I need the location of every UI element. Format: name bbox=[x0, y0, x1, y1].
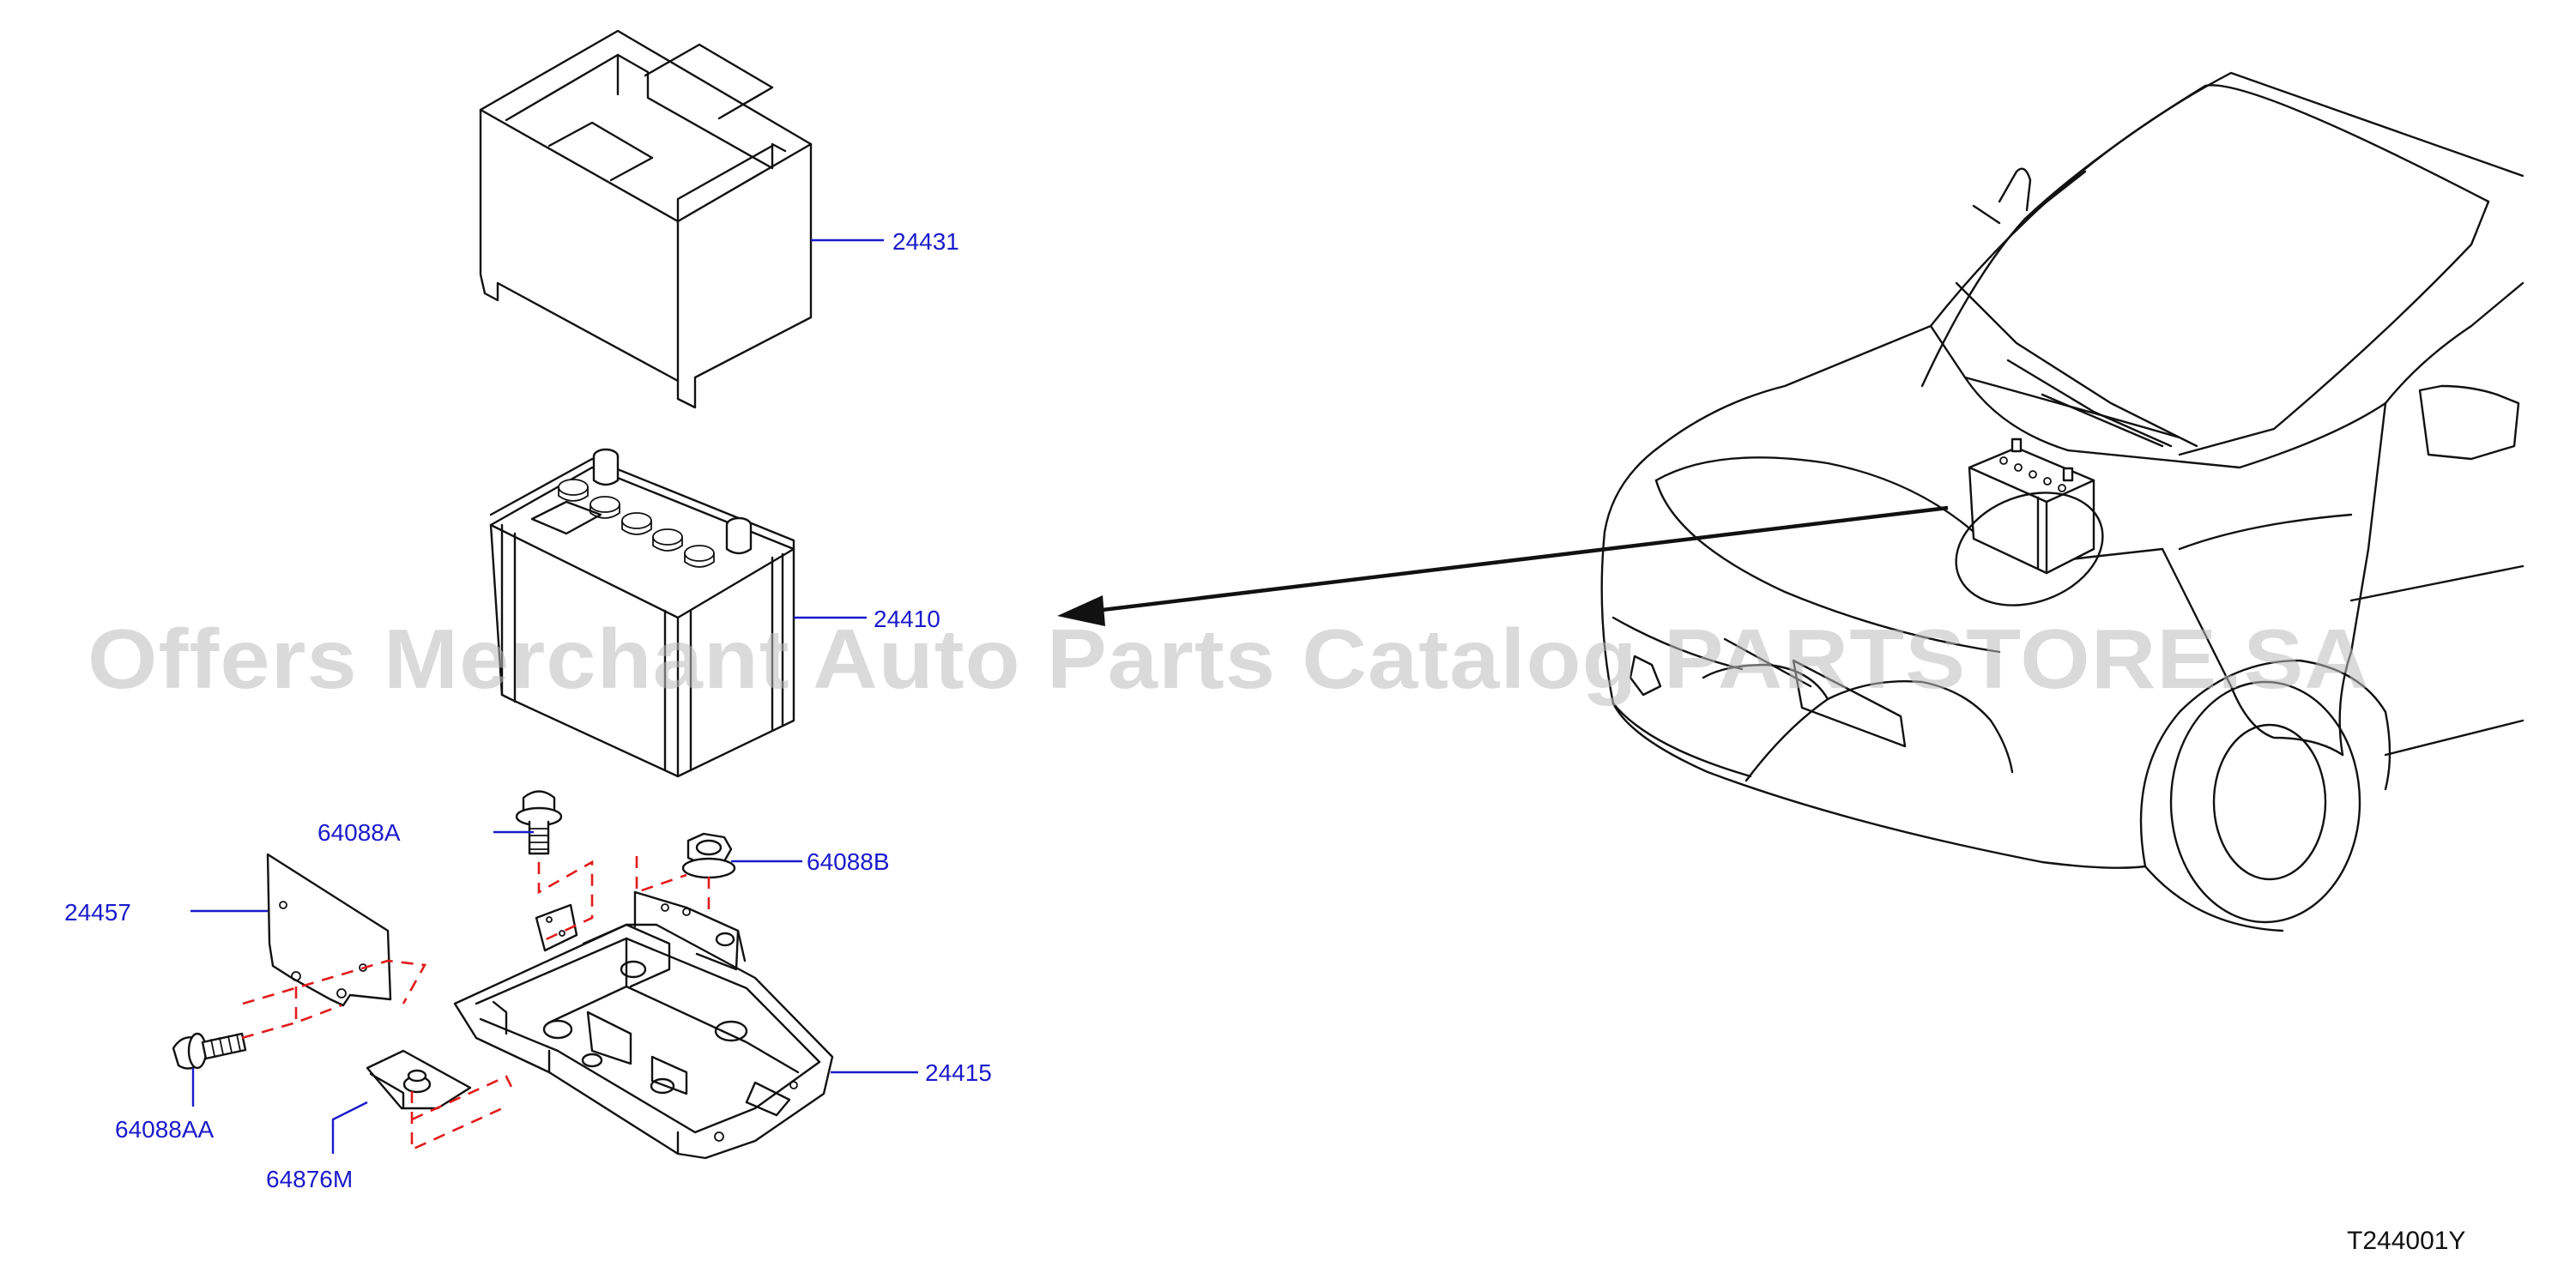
callout-24457: 24457 bbox=[64, 899, 131, 926]
bracket-24457-drawing bbox=[266, 853, 392, 1007]
locator-arrow bbox=[1057, 505, 1949, 626]
vehicle-outline-drawing bbox=[1600, 71, 2525, 932]
callout-64876m: 64876M bbox=[266, 1166, 353, 1192]
callout-24410: 24410 bbox=[874, 606, 940, 632]
watermark-text: Offers Merchant Auto Parts Catalog PARTS… bbox=[88, 612, 2370, 706]
assembly-guides bbox=[241, 856, 711, 1152]
battery-cover-drawing bbox=[479, 29, 813, 409]
clip-64876m-drawing bbox=[366, 1049, 472, 1110]
bolt-64088aa-drawing bbox=[172, 1032, 247, 1070]
battery-drawing bbox=[489, 448, 795, 778]
callout-24415: 24415 bbox=[925, 1059, 992, 1086]
nut-64088b-drawing bbox=[681, 832, 736, 879]
battery-tray-drawing bbox=[453, 890, 834, 1160]
callout-24431: 24431 bbox=[892, 228, 959, 255]
callout-leaders bbox=[190, 238, 918, 1154]
bolt-64088a-drawing bbox=[515, 790, 563, 855]
callout-64088a: 64088A bbox=[317, 819, 401, 846]
diagram-code: T244001Y bbox=[2347, 1227, 2465, 1255]
locator-battery-drawing bbox=[1955, 437, 2104, 606]
callout-64088b: 64088B bbox=[807, 848, 890, 875]
callout-64088aa: 64088AA bbox=[115, 1116, 215, 1143]
